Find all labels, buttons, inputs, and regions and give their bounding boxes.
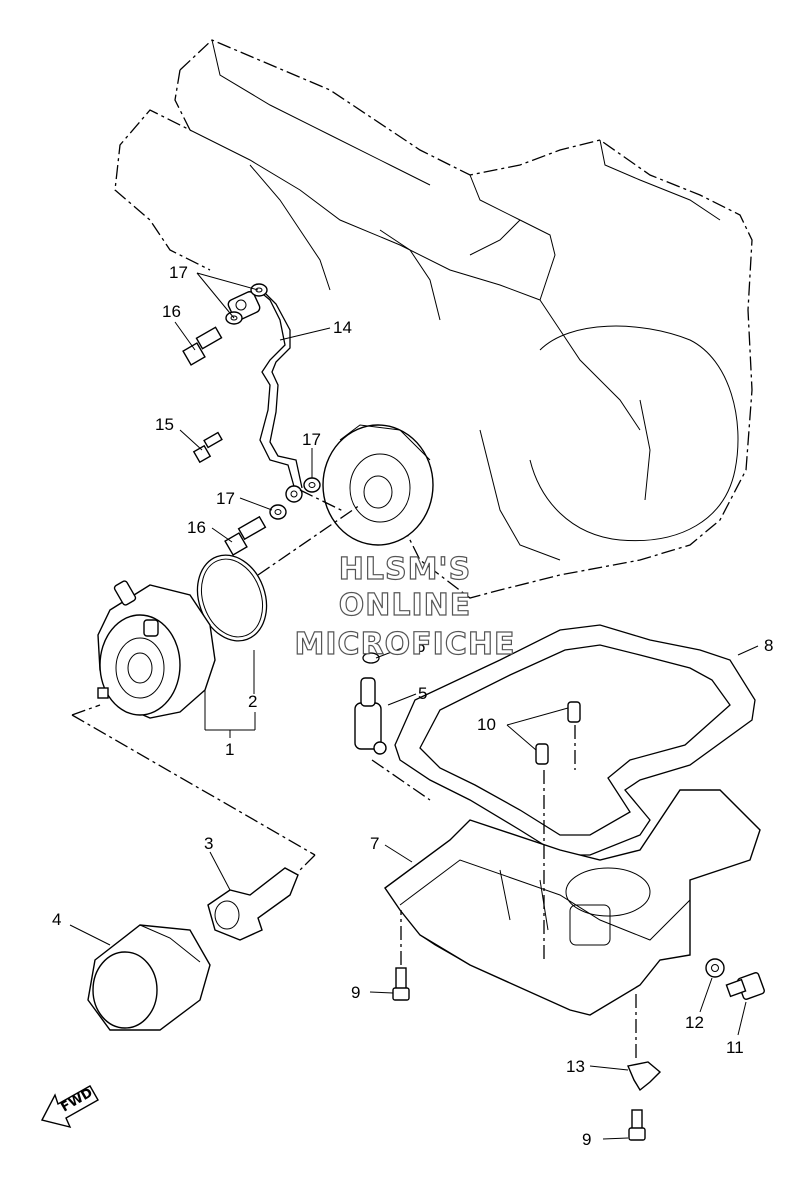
callout-labels: 1 2 3 4 5 6 7 8 9 9 10 11 12 13 14 15 16… — [52, 263, 773, 1149]
forward-direction-arrow: FWD — [40, 1085, 99, 1129]
hose-clamp — [627, 1061, 662, 1092]
callout-9-lower: 9 — [582, 1130, 591, 1149]
oil-filter — [87, 924, 211, 1031]
callout-13: 13 — [566, 1057, 585, 1076]
callout-17-left: 17 — [216, 489, 235, 508]
callout-15: 15 — [155, 415, 174, 434]
copper-washers — [225, 283, 321, 520]
watermark-line-2: ONLINE — [339, 588, 472, 623]
pipe-clamp-bolt — [192, 431, 223, 464]
oil-strainer — [354, 677, 387, 755]
callout-16-lower: 16 — [187, 518, 206, 537]
callout-11: 11 — [726, 1038, 744, 1057]
strainer-o-ring — [362, 652, 380, 664]
callout-16-upper: 16 — [162, 302, 181, 321]
callout-14: 14 — [333, 318, 352, 337]
dowel-pins — [535, 701, 581, 765]
oil-pan-bolt-upper — [392, 967, 410, 1001]
callout-3: 3 — [204, 834, 213, 853]
drain-washer — [705, 958, 725, 978]
oil-delivery-pipe — [227, 289, 303, 503]
callout-8: 8 — [764, 636, 773, 655]
callout-17-top: 17 — [169, 263, 188, 282]
callout-5: 5 — [418, 684, 427, 703]
callout-10: 10 — [477, 715, 496, 734]
o-ring — [196, 554, 268, 642]
leader-lines — [69, 272, 759, 1140]
oil-pan-bolt-lower — [628, 1109, 646, 1141]
drain-bolt — [725, 972, 765, 1000]
watermark: HLSM'S ONLINE MICROFICHE — [294, 551, 516, 662]
watermark-line-3: MICROFICHE — [295, 627, 516, 662]
callout-6: 6 — [416, 637, 425, 656]
watermark-line-1: HLSM'S — [339, 552, 471, 587]
callout-7: 7 — [370, 834, 379, 853]
crankcase-cover — [322, 424, 434, 546]
callout-1: 1 — [225, 740, 234, 759]
callout-2: 2 — [248, 692, 257, 711]
oil-pan-gasket — [394, 624, 756, 856]
oil-filter-stud — [207, 867, 299, 941]
callout-12: 12 — [685, 1013, 704, 1032]
callout-4: 4 — [52, 910, 61, 929]
union-bolts — [182, 326, 267, 556]
oil-cooler — [97, 580, 216, 719]
callout-17-right: 17 — [302, 430, 321, 449]
callout-9-upper: 9 — [351, 983, 360, 1002]
oil-pan — [384, 789, 761, 1016]
engine-block-outline — [114, 39, 753, 599]
